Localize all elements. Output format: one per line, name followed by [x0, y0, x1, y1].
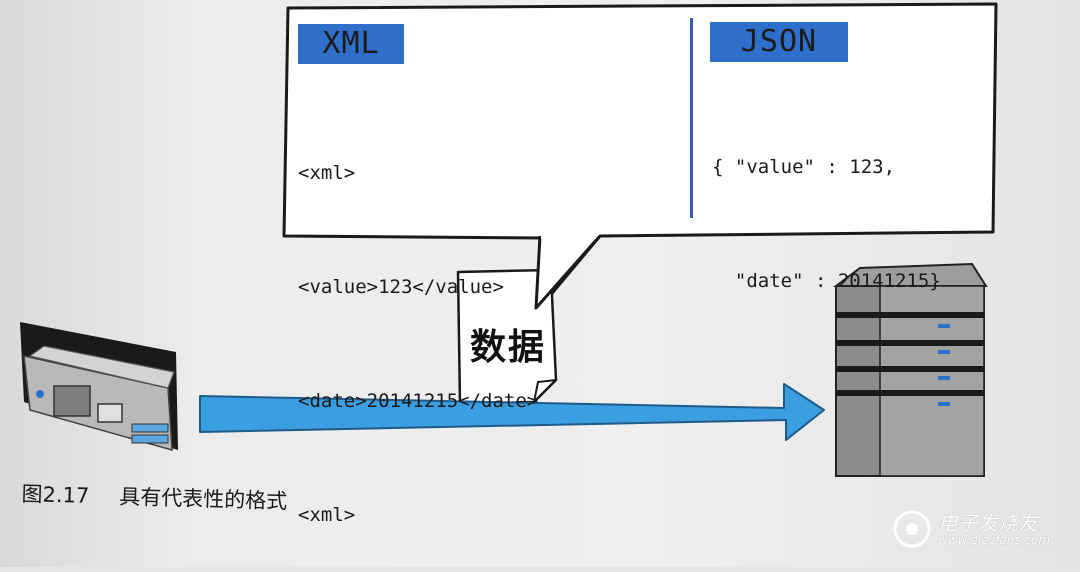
code-line: <xml> — [298, 162, 356, 184]
panel-divider — [690, 18, 693, 218]
xml-badge: XML — [298, 24, 404, 64]
figure-number: 图2.17 — [21, 481, 90, 508]
watermark-url: www.elecfans.com — [938, 533, 1051, 547]
arrow-right-icon — [199, 383, 825, 441]
code-line: <xml> — [298, 504, 356, 526]
caption-text: 具有代表性的格式 — [118, 484, 288, 514]
xml-code-block: <xml> <value>123</value> <date>20141215<… — [298, 78, 538, 572]
json-badge: JSON — [710, 22, 848, 62]
code-line: <value>123</value> — [298, 276, 504, 298]
watermark-name: 电子发烧友 — [938, 511, 1038, 535]
server-rack-icon — [833, 262, 988, 477]
watermark-logo-icon — [893, 510, 931, 548]
document-label: 数据 — [470, 327, 547, 368]
router-device-icon — [20, 322, 178, 452]
watermark: 电子发烧友 www.elecfans.com — [890, 505, 1060, 553]
code-line: { "value" : 123, — [712, 156, 896, 178]
code-line: <date>20141215</date> — [298, 390, 539, 412]
code-line: "date" : 20141215} — [712, 270, 941, 292]
json-code-block: { "value" : 123, "date" : 20141215} — [712, 72, 941, 338]
